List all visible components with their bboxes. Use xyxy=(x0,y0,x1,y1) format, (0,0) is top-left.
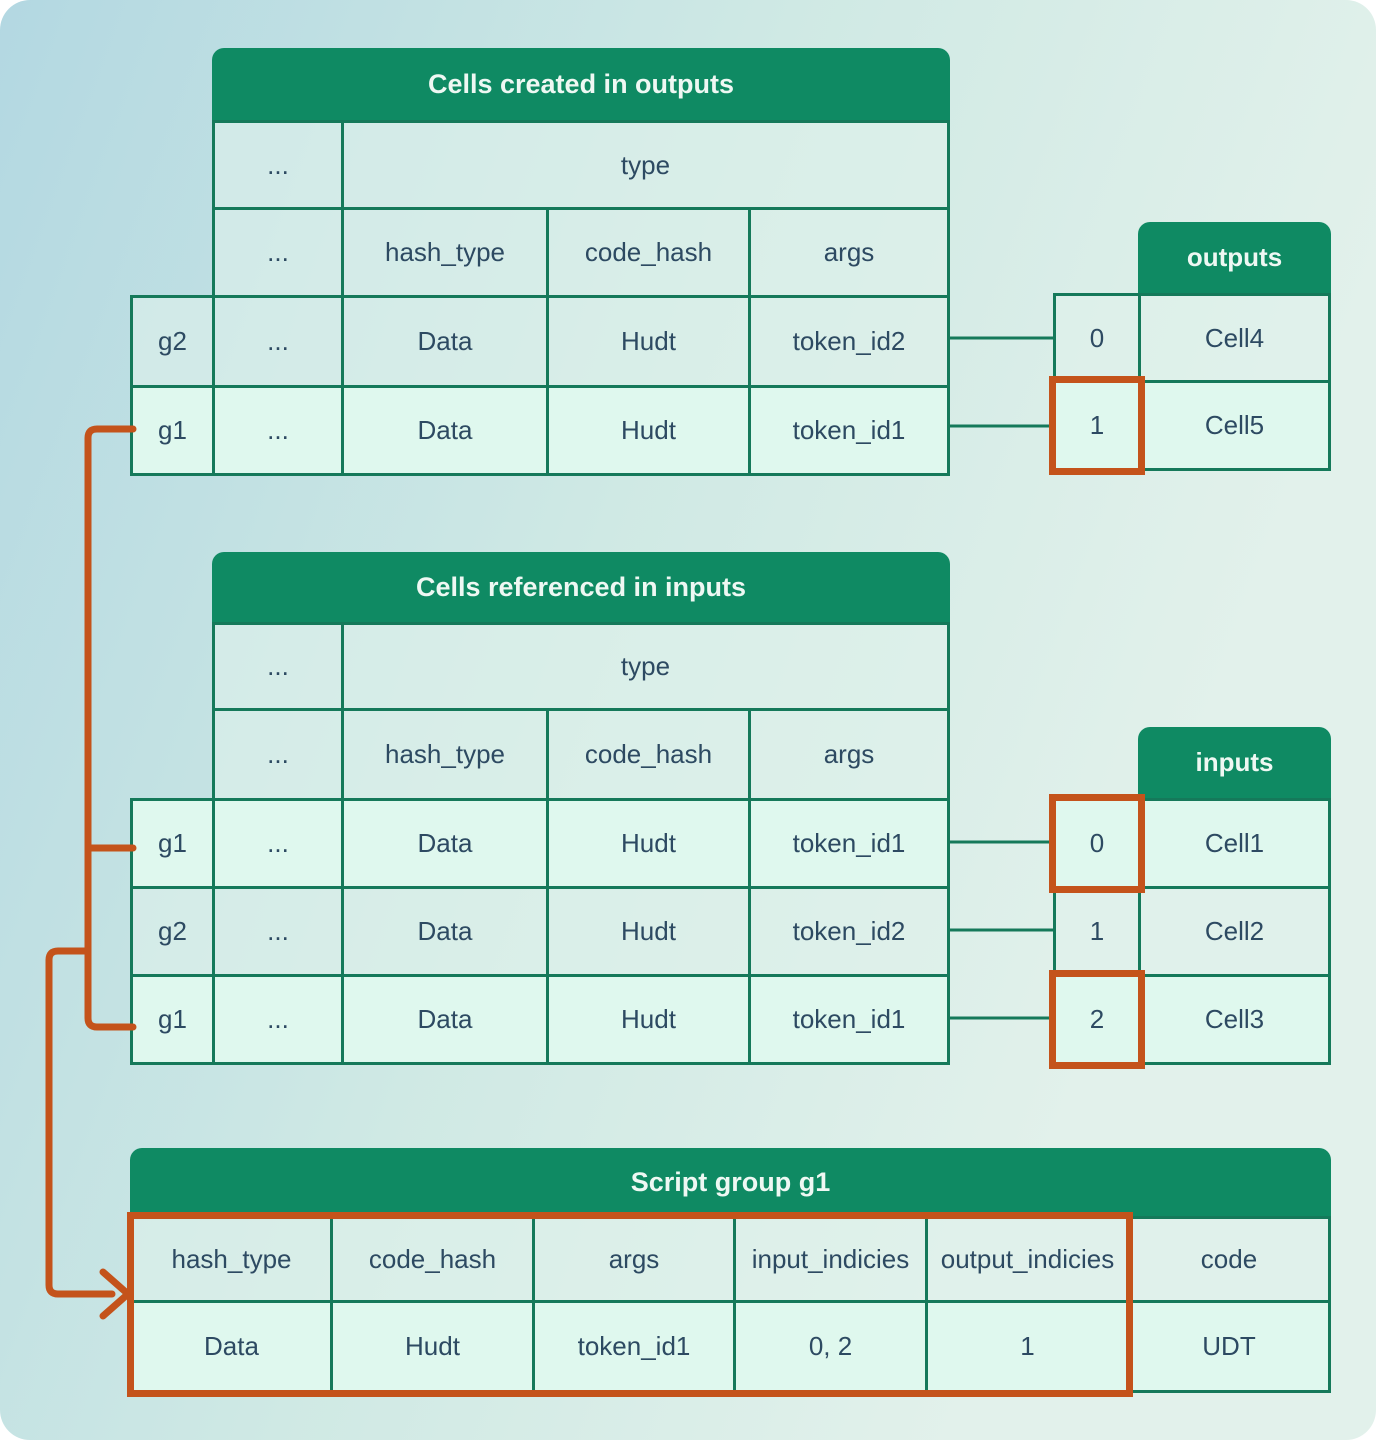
middle-subheader-hash-type: hash_type xyxy=(341,708,549,801)
script-table-title: Script group g1 xyxy=(130,1148,1331,1216)
script-header-input-indicies: input_indicies xyxy=(733,1216,928,1303)
script-value-code: UDT xyxy=(1127,1300,1331,1393)
middle-row3-g1-code-hash: Hudt xyxy=(546,974,751,1065)
script-value-hash-type: Data xyxy=(130,1300,333,1393)
outputs-cell5: Cell5 xyxy=(1138,380,1331,471)
middle-table-title: Cells referenced in inputs xyxy=(212,552,950,622)
outputs-table-title: outputs xyxy=(1138,222,1331,293)
outputs-cell4: Cell4 xyxy=(1138,293,1331,383)
middle-row1-g1-args: token_id1 xyxy=(748,798,950,889)
top-subheader-hash-type: hash_type xyxy=(341,207,549,298)
top-subheader-code-hash: code_hash xyxy=(546,207,751,298)
top-row-g2-group-label: g2 xyxy=(130,295,215,388)
inputs-cell3: Cell3 xyxy=(1138,974,1331,1065)
script-header-hash-type: hash_type xyxy=(130,1216,333,1303)
middle-row2-g2-code-hash: Hudt xyxy=(546,886,751,977)
top-row-g1-args: token_id1 xyxy=(748,385,950,476)
inputs-index-2: 2 xyxy=(1053,974,1141,1065)
middle-subheader-code-hash: code_hash xyxy=(546,708,751,801)
inputs-cell2: Cell2 xyxy=(1138,886,1331,977)
top-row-g1-group-label: g1 xyxy=(130,385,215,476)
middle-type-row-dots: ... xyxy=(212,622,344,711)
top-row-g2-args: token_id2 xyxy=(748,295,950,388)
script-group-arrowhead-icon xyxy=(99,1268,132,1320)
middle-row2-g2-dots: ... xyxy=(212,886,344,977)
middle-row3-g1-dots: ... xyxy=(212,974,344,1065)
inputs-index-1: 1 xyxy=(1053,886,1141,977)
top-subheader-args: args xyxy=(748,207,950,298)
middle-row1-g1-dots: ... xyxy=(212,798,344,889)
top-row-g2-code-hash: Hudt xyxy=(546,295,751,388)
bracket-to-script-group-connector xyxy=(45,947,116,1298)
middle-row2-g2-hash-type: Data xyxy=(341,886,549,977)
script-value-args: token_id1 xyxy=(532,1300,736,1393)
top-row-g1-code-hash: Hudt xyxy=(546,385,751,476)
script-header-args: args xyxy=(532,1216,736,1303)
top-row-g1-dots: ... xyxy=(212,385,344,476)
top-type-row-dots: ... xyxy=(212,120,344,210)
middle-row3-g1-group-label: g1 xyxy=(130,974,215,1065)
middle-row1-g1-hash-type: Data xyxy=(341,798,549,889)
top-row-g2-hash-type: Data xyxy=(341,295,549,388)
script-value-output-indicies: 1 xyxy=(925,1300,1130,1393)
middle-subheader-args: args xyxy=(748,708,950,801)
g1-rows-bracket-connector xyxy=(84,425,137,1031)
top-row-g2-dots: ... xyxy=(212,295,344,388)
middle-row3-g1-args: token_id1 xyxy=(748,974,950,1065)
script-header-code: code xyxy=(1127,1216,1331,1303)
script-value-input-indicies: 0, 2 xyxy=(733,1300,928,1393)
script-header-output-indicies: output_indicies xyxy=(925,1216,1130,1303)
top-row-g1-hash-type: Data xyxy=(341,385,549,476)
middle-row2-g2-group-label: g2 xyxy=(130,886,215,977)
top-subheader-dots: ... xyxy=(212,207,344,298)
outputs-index-0: 0 xyxy=(1053,293,1141,383)
middle-row2-g2-args: token_id2 xyxy=(748,886,950,977)
middle-row3-g1-hash-type: Data xyxy=(341,974,549,1065)
middle-subheader-dots: ... xyxy=(212,708,344,801)
script-header-code-hash: code_hash xyxy=(330,1216,535,1303)
middle-type-row-label: type xyxy=(341,622,950,711)
inputs-index-0: 0 xyxy=(1053,798,1141,889)
script-value-code-hash: Hudt xyxy=(330,1300,535,1393)
middle-row1-g1-code-hash: Hudt xyxy=(546,798,751,889)
top-table-title: Cells created in outputs xyxy=(212,48,950,120)
inputs-cell1: Cell1 xyxy=(1138,798,1331,889)
top-type-row-label: type xyxy=(341,120,950,210)
middle-row1-g1-group-label: g1 xyxy=(130,798,215,889)
inputs-table-title: inputs xyxy=(1138,727,1331,798)
outputs-index-1: 1 xyxy=(1053,380,1141,471)
